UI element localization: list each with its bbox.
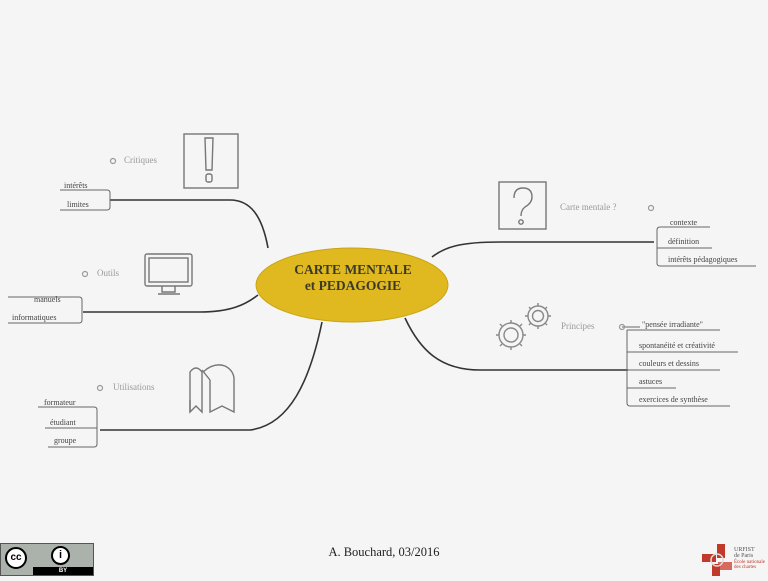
attribution-icon: i bbox=[51, 546, 70, 565]
list-item[interactable]: définition bbox=[668, 237, 700, 246]
list-item[interactable]: intérêts bbox=[64, 181, 88, 190]
list-item[interactable]: intérêts pédagogiques bbox=[668, 255, 738, 264]
list-item[interactable]: informatiques bbox=[12, 313, 57, 322]
branch-outils[interactable]: Outils bbox=[97, 268, 120, 278]
list-item[interactable]: contexte bbox=[670, 218, 698, 227]
author-credit: A. Bouchard, 03/2016 bbox=[328, 545, 440, 559]
by-label: BY bbox=[33, 567, 93, 575]
connector-principes bbox=[404, 317, 628, 371]
book-icon bbox=[189, 364, 235, 414]
list-item[interactable]: étudiant bbox=[50, 418, 76, 427]
branch-critiques[interactable]: Critiques bbox=[124, 155, 157, 165]
connector-carte-mentale bbox=[431, 241, 654, 258]
branch-carte-mentale[interactable]: Carte mentale ? bbox=[560, 202, 617, 212]
logo-mark-icon bbox=[702, 544, 732, 576]
question-icon bbox=[498, 181, 547, 230]
cc-icon: cc bbox=[5, 547, 27, 569]
connector-utilisations bbox=[100, 321, 323, 431]
list-item[interactable]: manuels bbox=[34, 295, 61, 304]
list-item[interactable]: astuces bbox=[639, 377, 663, 386]
exclamation-icon bbox=[183, 133, 239, 189]
gears-icon bbox=[496, 303, 551, 350]
list-item[interactable]: groupe bbox=[54, 436, 77, 445]
list-item[interactable]: spontanéité et créativité bbox=[639, 341, 715, 350]
center-line-1: CARTE MENTALE bbox=[294, 262, 412, 277]
branch-principes[interactable]: Principes bbox=[561, 321, 595, 331]
center-node-title[interactable]: CARTE MENTALE et PEDAGOGIE bbox=[256, 262, 450, 294]
list-item[interactable]: "pensée irradiante" bbox=[642, 320, 703, 329]
list-item[interactable]: couleurs et dessins bbox=[639, 359, 699, 368]
center-node bbox=[255, 247, 449, 323]
list-item[interactable]: exercices de synthèse bbox=[639, 395, 708, 404]
connector-outils bbox=[83, 294, 259, 313]
connector-critiques bbox=[110, 199, 269, 249]
branch-utilisations[interactable]: Utilisations bbox=[113, 382, 155, 392]
logo-text-enc: École nationale des chartes bbox=[734, 560, 765, 570]
list-item[interactable]: limites bbox=[67, 200, 89, 209]
monitor-icon bbox=[144, 253, 193, 295]
center-line-2: et PEDAGOGIE bbox=[304, 278, 402, 293]
logo-text-urfist: URFIST de Paris bbox=[734, 547, 755, 559]
cc-by-license-badge[interactable]: cc i BY bbox=[0, 543, 94, 576]
list-item[interactable]: formateur bbox=[44, 398, 76, 407]
urfist-logo: URFIST de Paris École nationale des char… bbox=[700, 542, 768, 576]
